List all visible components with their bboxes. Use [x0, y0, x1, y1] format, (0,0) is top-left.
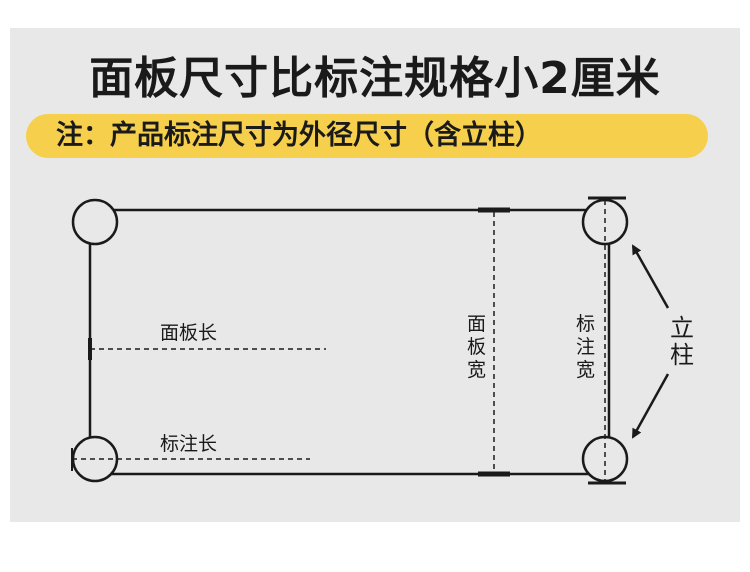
marked-length-label: 标注长	[160, 433, 217, 455]
marked-width-label-char-3: 宽	[576, 359, 595, 381]
page-title: 面板尺寸比标注规格小2厘米	[89, 53, 661, 104]
post-arrow-lower	[631, 373, 670, 439]
post-label-char-1: 立	[670, 314, 694, 342]
panel-width-label-char-2: 板	[467, 336, 486, 358]
post-label-char-2: 柱	[670, 341, 694, 369]
note-text: 注：产品标注尺寸为外径尺寸（含立柱）	[56, 120, 542, 151]
panel-width-label-char-1: 面	[467, 313, 486, 335]
panel-width-label-bg	[468, 308, 492, 380]
note-highlight-bar	[26, 114, 708, 158]
post-arrow-upper	[631, 244, 670, 309]
marked-width-label-char-2: 注	[576, 336, 595, 358]
post-top-left	[71, 198, 119, 246]
marked-width-label-char-1: 标	[576, 313, 595, 335]
diagram-background	[10, 28, 740, 522]
panel-length-label: 面板长	[160, 322, 217, 344]
panel-width-label-char-3: 宽	[467, 359, 486, 381]
